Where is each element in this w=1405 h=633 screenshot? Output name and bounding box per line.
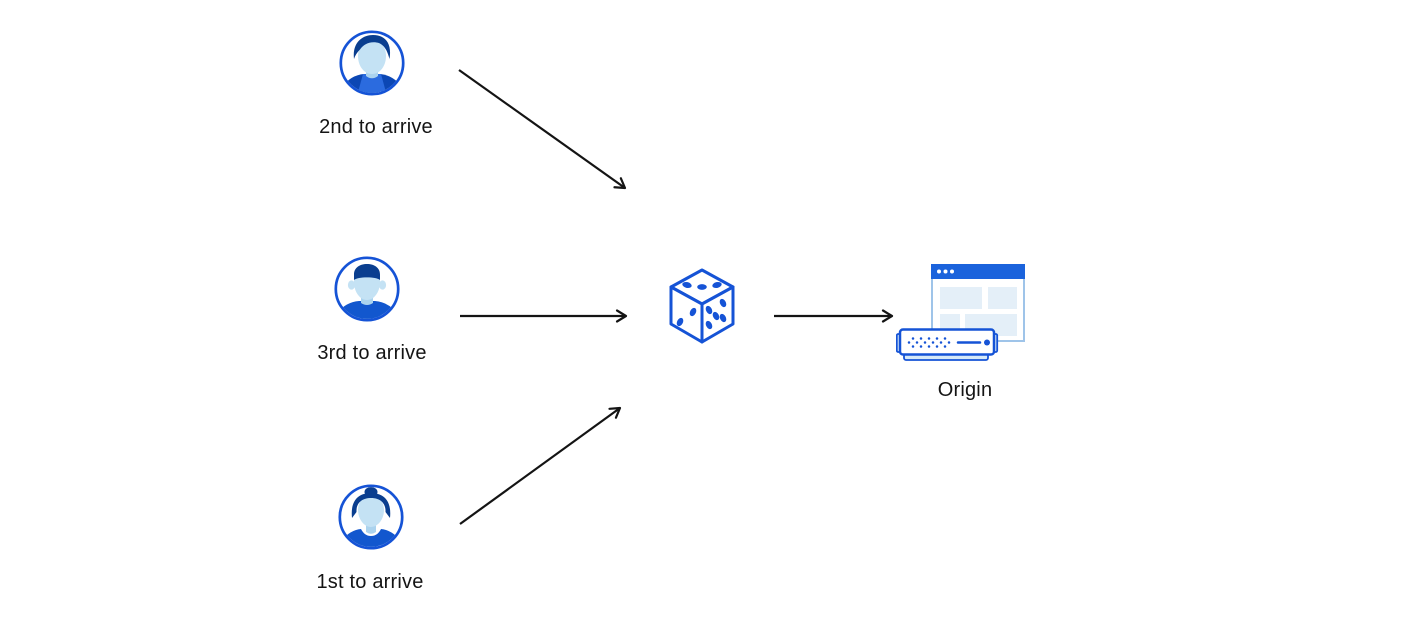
arrow-user-first-to-dice <box>459 406 622 525</box>
origin-server-browser-icon <box>896 264 1025 361</box>
user-second-label: 2nd to arrive <box>319 116 433 138</box>
dice-icon <box>669 268 735 344</box>
arrow-user-second-to-dice <box>458 69 627 190</box>
female-user-avatar-icon <box>338 484 404 550</box>
user-third-label: 3rd to arrive <box>317 342 427 364</box>
server-icon <box>896 328 999 361</box>
origin-label: Origin <box>937 379 993 401</box>
user-first-label: 1st to arrive <box>316 571 424 593</box>
male-user-avatar-icon <box>334 256 400 322</box>
server-vent-dots <box>907 337 951 348</box>
male-user-avatar-icon <box>339 30 405 96</box>
